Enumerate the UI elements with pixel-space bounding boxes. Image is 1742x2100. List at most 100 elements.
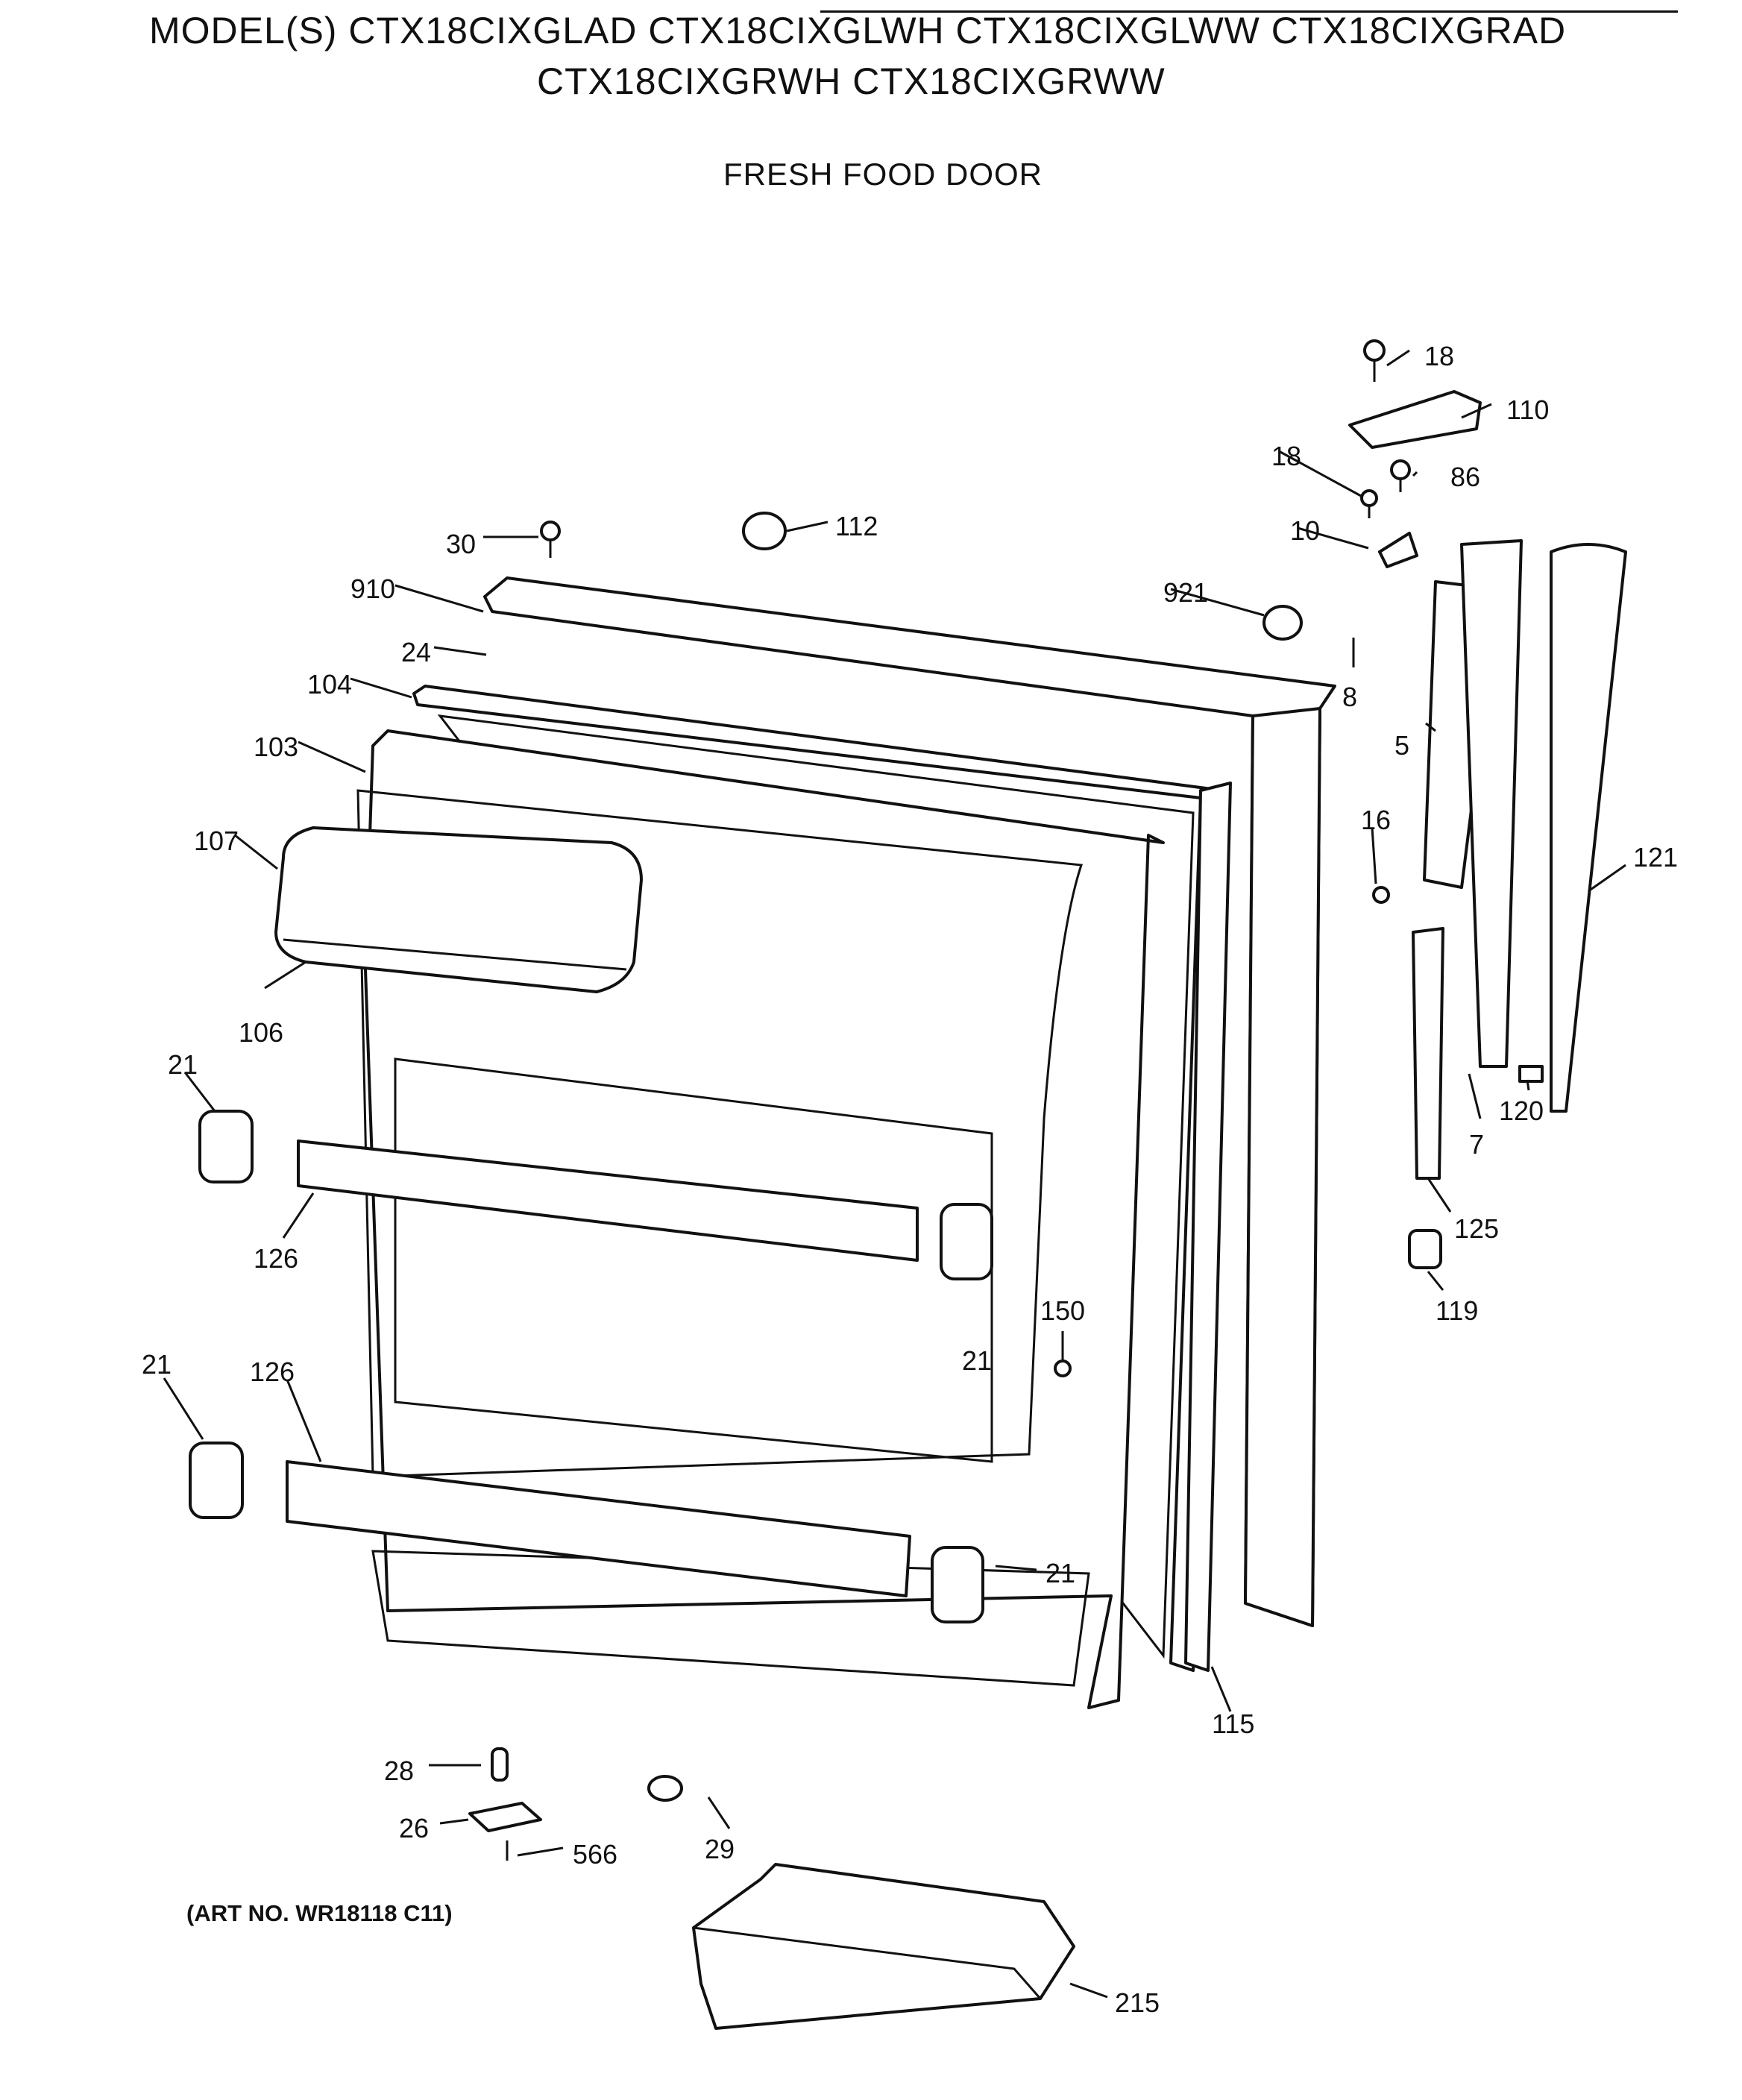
callout-leader-121 xyxy=(1588,864,1626,893)
handle-insert xyxy=(1412,927,1444,1180)
callout-label-21: 21 xyxy=(168,1049,198,1080)
callout-leader-112 xyxy=(786,521,828,532)
callout-leader-5 xyxy=(1425,722,1436,732)
callout-label-107: 107 xyxy=(194,826,239,856)
plate-26 xyxy=(468,1802,542,1832)
callout-leader-86 xyxy=(1412,471,1418,477)
callout-label-126: 126 xyxy=(254,1243,298,1274)
handle-strip xyxy=(1550,543,1627,1113)
callout-label-119: 119 xyxy=(1436,1295,1478,1326)
handle-end-cap xyxy=(1408,1229,1442,1269)
dairy-door xyxy=(274,826,643,993)
callout-label-5: 5 xyxy=(1394,730,1409,761)
diagram-subtitle: FRESH FOOD DOOR xyxy=(723,157,1043,192)
plug-112 xyxy=(742,512,787,550)
callout-leader-10 xyxy=(1297,526,1369,550)
callout-label-8: 8 xyxy=(1342,682,1357,712)
callout-label-150: 150 xyxy=(1040,1295,1085,1326)
callout-leader-120 xyxy=(1526,1079,1530,1091)
shelf-end-cap-lower-right xyxy=(931,1546,984,1623)
handle-trim xyxy=(1460,539,1523,1068)
callout-leader-24 xyxy=(433,646,487,656)
callout-label-125: 125 xyxy=(1454,1213,1499,1244)
callout-leader-103 xyxy=(298,741,366,773)
model-list-line1: MODEL(S) CTX18CIXGLAD CTX18CIXGLWH CTX18… xyxy=(149,10,1567,51)
callout-labels: 18 110 18 86 10 921 8 5 16 121 30 112 910 24 104 103 107… xyxy=(142,341,1678,2018)
callout-label-910: 910 xyxy=(350,573,395,604)
callout-label-26: 26 xyxy=(399,1813,429,1843)
callout-label-21: 21 xyxy=(142,1349,172,1380)
callout-label-103: 103 xyxy=(254,732,298,762)
callout-label-18: 18 xyxy=(1424,341,1454,371)
bushing-29 xyxy=(647,1775,683,1802)
callout-label-566: 566 xyxy=(573,1839,617,1870)
callout-leader-126 xyxy=(282,1192,315,1239)
callout-leader-110 xyxy=(1461,403,1492,419)
callout-label-115: 115 xyxy=(1212,1708,1254,1739)
model-list-line2: CTX18CIXGRWH CTX18CIXGRWW xyxy=(537,60,1166,102)
hinge-bracket xyxy=(1378,532,1418,568)
callout-leader-566 xyxy=(517,1846,564,1857)
callout-label-28: 28 xyxy=(384,1755,414,1786)
callout-label-120: 120 xyxy=(1499,1095,1544,1126)
callout-label-106: 106 xyxy=(239,1017,283,1048)
callout-label-215: 215 xyxy=(1115,1987,1160,2018)
shelf-end-cap-upper-left xyxy=(198,1110,254,1183)
callout-leader-21 xyxy=(183,1072,216,1112)
callout-label-16: 16 xyxy=(1361,805,1391,835)
callout-label-126: 126 xyxy=(250,1356,295,1387)
shelf-end-cap-upper-right xyxy=(940,1203,993,1280)
screw-18-mid xyxy=(1360,489,1378,518)
callout-leader-16 xyxy=(1371,827,1377,884)
screw-18-top xyxy=(1363,339,1386,382)
callout-label-110: 110 xyxy=(1506,394,1549,425)
door-seal-strip xyxy=(1184,782,1232,1672)
callout-label-10: 10 xyxy=(1290,515,1320,546)
callout-label-121: 121 xyxy=(1633,842,1678,873)
top-rule xyxy=(820,10,1678,13)
art-number: (ART NO. WR18118 C11) xyxy=(186,1900,453,1926)
callout-label-21: 21 xyxy=(962,1345,992,1376)
callout-leader-125 xyxy=(1427,1178,1452,1213)
callout-label-24: 24 xyxy=(401,637,431,667)
screw-86 xyxy=(1390,459,1411,492)
screw-120 xyxy=(1518,1065,1544,1083)
callout-leader-107 xyxy=(234,834,278,870)
callout-leader-18 xyxy=(1278,450,1362,497)
callout-leader-126 xyxy=(286,1379,322,1462)
callout-leader-21 xyxy=(163,1377,204,1440)
callout-leader-115 xyxy=(1210,1666,1232,1712)
callout-label-18: 18 xyxy=(1271,441,1301,471)
callout-label-104: 104 xyxy=(307,669,352,700)
outer-door-panel xyxy=(483,576,1336,1627)
callout-label-29: 29 xyxy=(705,1834,735,1864)
shelf-end-cap-lower-left xyxy=(189,1442,244,1519)
callout-leader-119 xyxy=(1427,1271,1444,1291)
cap-921 xyxy=(1263,605,1303,641)
callout-label-112: 112 xyxy=(835,511,878,541)
callout-label-86: 86 xyxy=(1450,462,1480,492)
callout-label-30: 30 xyxy=(446,529,476,559)
callout-label-921: 921 xyxy=(1163,577,1208,608)
callout-leader-921 xyxy=(1170,588,1265,617)
hinge-cover xyxy=(1348,390,1482,449)
callout-leader-910 xyxy=(394,584,484,613)
screw-30 xyxy=(540,521,561,558)
callout-leader-29 xyxy=(707,1796,731,1829)
callout-leader-7 xyxy=(1468,1073,1482,1119)
callout-leader-21 xyxy=(995,1565,1037,1571)
screw-150 xyxy=(1054,1359,1072,1377)
door-shelf-upper xyxy=(297,1139,919,1262)
callout-leader-18 xyxy=(1386,349,1410,367)
door-shelf-lower xyxy=(286,1460,911,1597)
callout-leader-26 xyxy=(439,1818,469,1825)
callout-leader-106 xyxy=(264,961,306,990)
callout-leader-215 xyxy=(1069,1982,1108,1999)
callout-label-7: 7 xyxy=(1469,1129,1484,1160)
clip-28 xyxy=(491,1747,509,1782)
door-bin-215 xyxy=(692,1863,1075,2030)
callout-leader-104 xyxy=(350,677,412,699)
callout-label-21: 21 xyxy=(1045,1558,1075,1588)
screw-16 xyxy=(1372,886,1390,904)
